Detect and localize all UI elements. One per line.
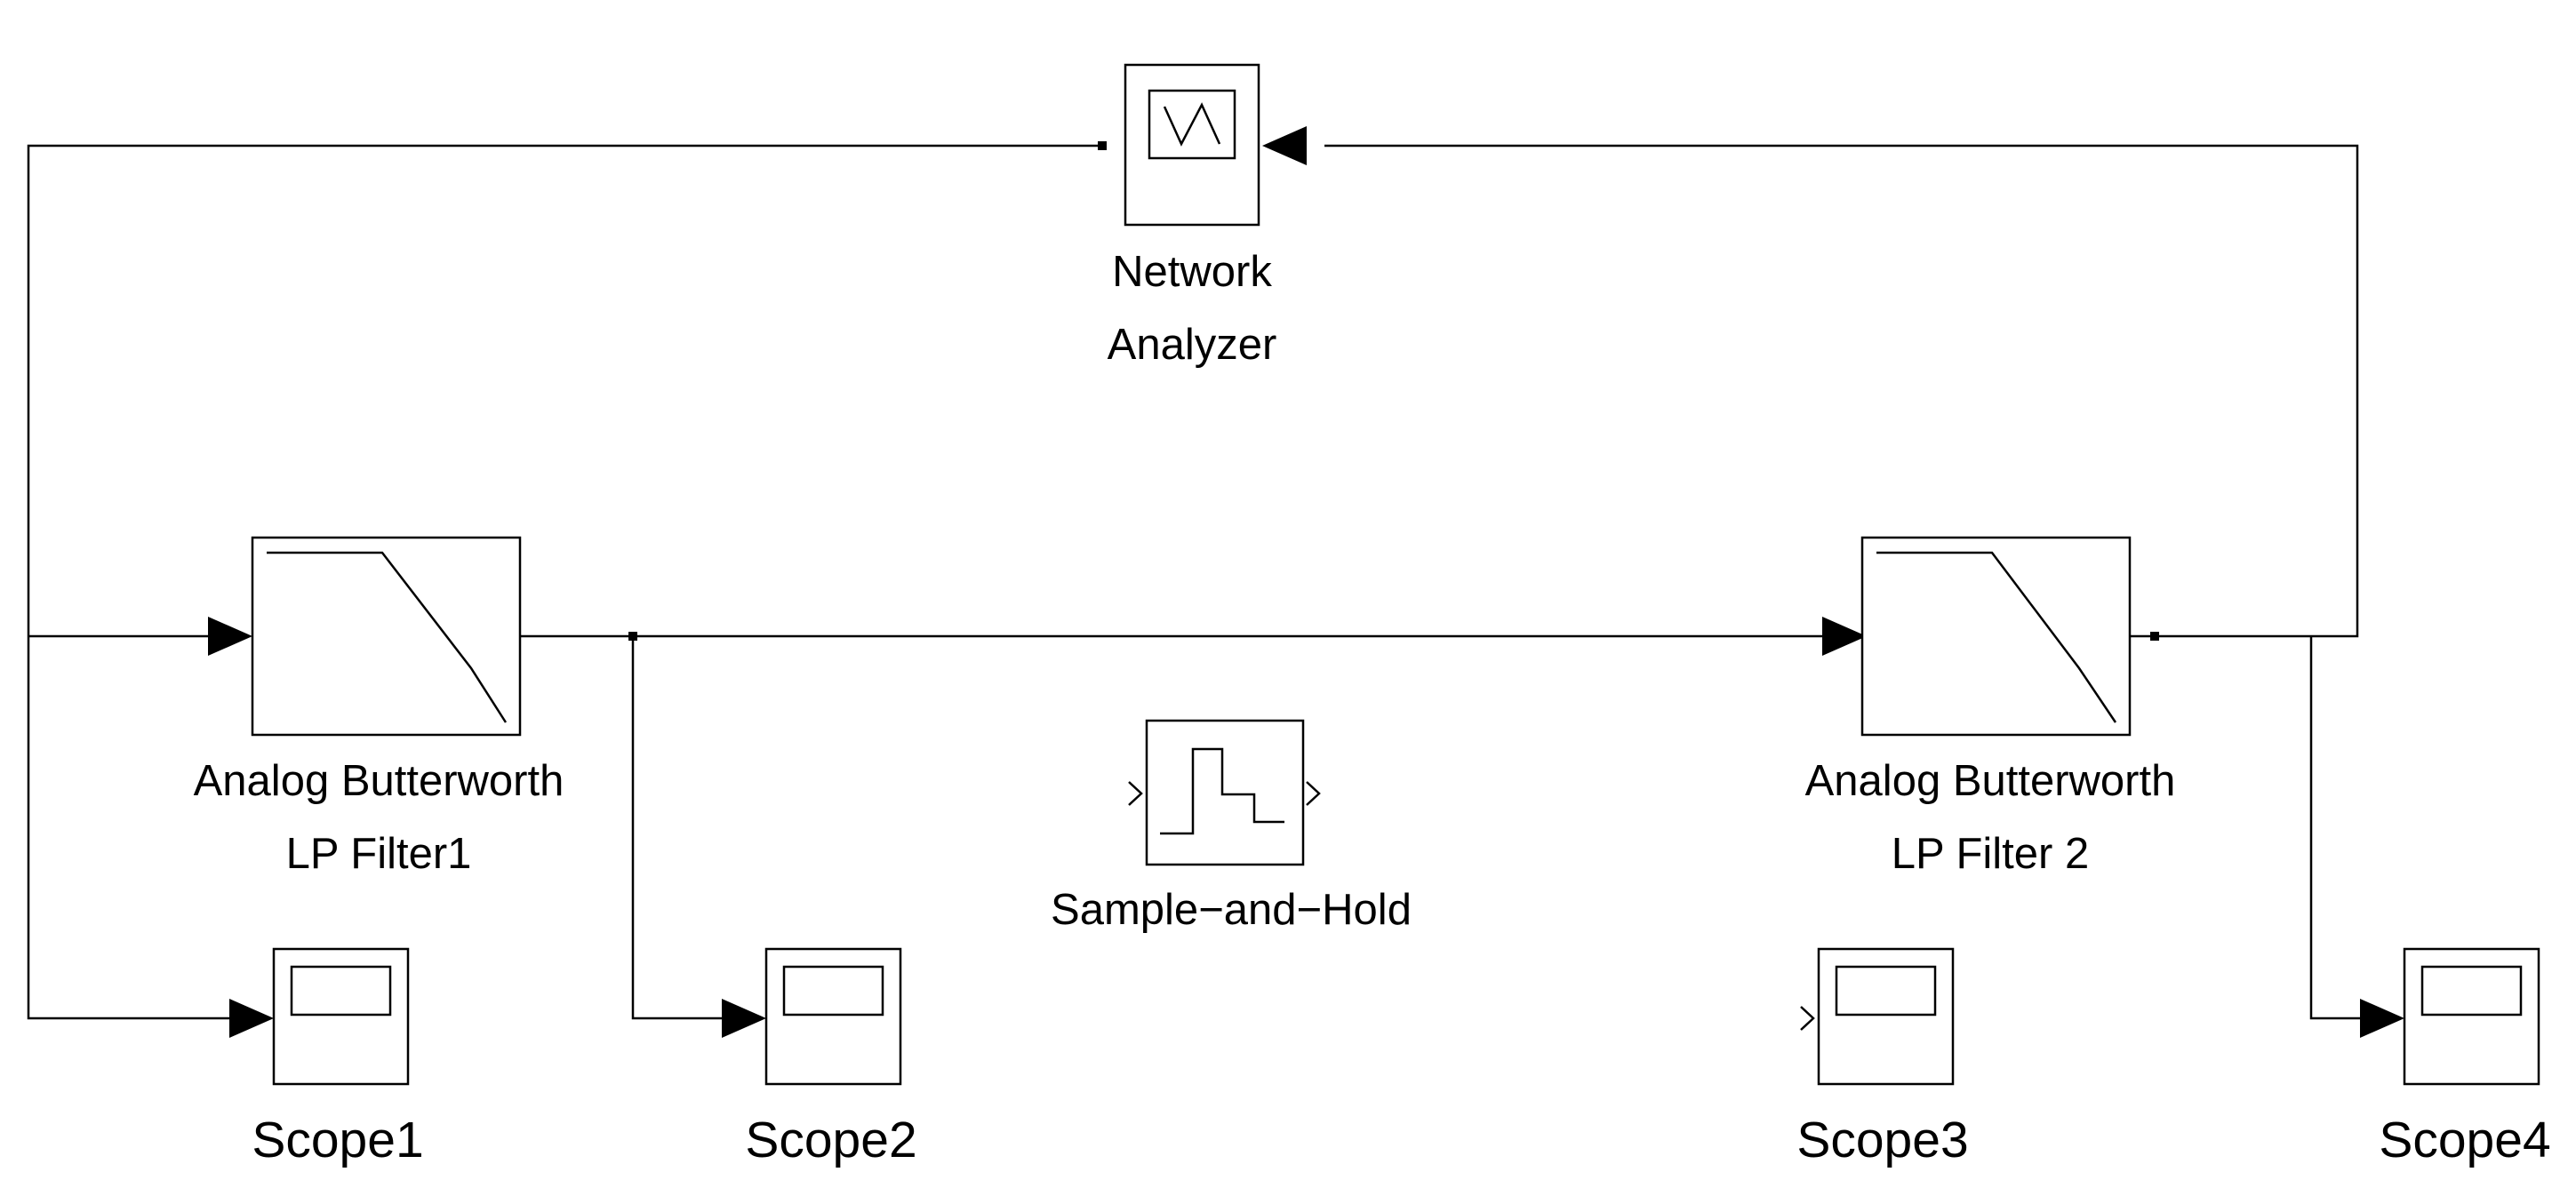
scope2-label: Scope2 [745,1112,917,1168]
filter1-label-line2: LP Filter1 [285,830,472,878]
scope3-block[interactable] [1800,947,1955,1086]
arrowhead-scope1-input [229,999,274,1038]
arrowhead-scope4-input [2360,999,2404,1038]
filter1-label-line1: Analog Butterworth [193,757,564,805]
signal-line-to-scope2[interactable] [631,636,722,1020]
arrowhead-filter1-input [208,617,252,656]
scope3-label: Scope3 [1796,1112,1969,1168]
scope4-block[interactable] [2403,947,2540,1086]
scope-screen-icon [1835,965,1937,1017]
lowpass-response-icon [1876,551,2117,723]
network-analyzer-icon [1148,89,1236,160]
branch-point-filter1 [628,632,637,641]
output-port-chevron [1306,781,1321,806]
scope2-block[interactable] [764,947,902,1086]
signal-line-filter2-out[interactable] [1324,144,2359,638]
network-analyzer-label-line2: Analyzer [1107,321,1277,369]
arrowhead-scope2-input [722,999,766,1038]
analyzer-output-port [1098,141,1107,150]
scope-screen-icon [290,965,392,1017]
scope4-label: Scope4 [2379,1112,2551,1168]
input-port-chevron [1128,781,1143,806]
filter1-block[interactable] [251,536,522,737]
network-analyzer-label-line1: Network [1112,248,1272,296]
signal-line-to-scope4[interactable] [2309,636,2360,1020]
sample-hold-label: Sample−and−Hold [1051,886,1412,934]
sample-hold-block[interactable] [1128,719,1321,866]
arrowhead-analyzer-input [1262,126,1307,165]
signal-line-analyzer-out[interactable] [27,144,1102,1020]
scope1-block[interactable] [272,947,410,1086]
scope1-label: Scope1 [252,1112,424,1168]
filter2-label-line1: Analog Butterworth [1804,757,2176,805]
sample-hold-icon [1160,747,1284,835]
filter2-block[interactable] [1860,536,2132,737]
arrowhead-filter2-input [1822,617,1867,656]
branch-point-filter2 [2150,632,2159,641]
filter2-label-line2: LP Filter 2 [1891,830,2090,878]
input-port-chevron [1800,1006,1815,1031]
scope-screen-icon [782,965,884,1017]
lowpass-response-icon [267,551,508,723]
scope-screen-icon [2420,965,2523,1017]
network-analyzer-block[interactable] [1124,63,1260,227]
